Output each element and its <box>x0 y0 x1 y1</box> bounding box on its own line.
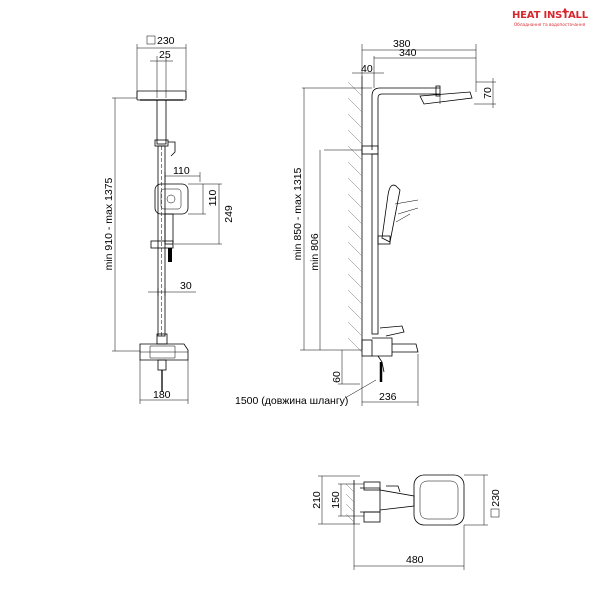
front-mixer-body <box>139 343 189 361</box>
top-arm <box>379 489 415 511</box>
side-arm-reach-label: 340 <box>399 47 417 59</box>
side-bottom-offset-label: 60 <box>331 371 343 383</box>
side-spout <box>392 343 419 353</box>
side-spout-length-label: 236 <box>379 391 397 403</box>
side-shower-head <box>419 91 473 105</box>
brand-logo: HEAT INSTALL Обладнання та водопостачанн… <box>512 8 598 34</box>
side-min-height-label: min 806 <box>309 233 321 271</box>
top-shower-head <box>413 474 465 526</box>
square-symbol-icon <box>146 35 156 45</box>
front-shower-head <box>136 90 187 101</box>
side-wall-hatch <box>347 76 363 353</box>
side-arm <box>371 87 440 150</box>
front-hand-shower <box>154 183 189 215</box>
front-holder <box>150 240 174 249</box>
front-hand-head-label: 110 <box>207 189 219 206</box>
side-slide-bar <box>371 153 379 335</box>
top-mixer-depth-label: 150 <box>330 491 342 509</box>
front-height-range-label: min 910 - max 1375 <box>103 177 115 270</box>
top-mixer-body <box>360 487 381 513</box>
side-view: 380 340 40 70 <box>235 38 496 407</box>
brand-tagline: Обладнання та водопостачання <box>514 22 586 27</box>
side-wall-offset-label: 40 <box>361 63 373 75</box>
flame-icon <box>563 8 567 14</box>
top-head-size-label: 230 <box>490 489 502 507</box>
side-hand-shower <box>381 184 401 243</box>
top-square-symbol-icon <box>490 508 500 518</box>
front-mixer-width-label: 180 <box>153 389 171 401</box>
front-bar-offset-label: 30 <box>180 280 192 292</box>
side-mixer-body <box>361 339 373 357</box>
side-total-reach-label: 380 <box>393 38 411 50</box>
front-head-size-label: 230 <box>157 35 175 47</box>
top-total-length-label: 480 <box>406 554 424 566</box>
front-hand-length-label: 249 <box>223 205 235 223</box>
side-height-range-label: min 850 - max 1315 <box>292 167 304 260</box>
front-hand-width-label: 110 <box>173 165 190 177</box>
top-view: 230 210 150 480 <box>311 474 502 570</box>
brand-name: HEAT INSTALL <box>512 10 588 21</box>
side-head-height-label: 70 <box>482 87 494 99</box>
side-hose-note-label: 1500 (довжина шлангу) <box>235 395 348 407</box>
front-arm-size-label: 25 <box>159 49 171 61</box>
top-depth-label: 210 <box>311 491 323 509</box>
front-view: 230 25 <box>103 35 235 404</box>
front-top-pipe <box>156 99 167 145</box>
